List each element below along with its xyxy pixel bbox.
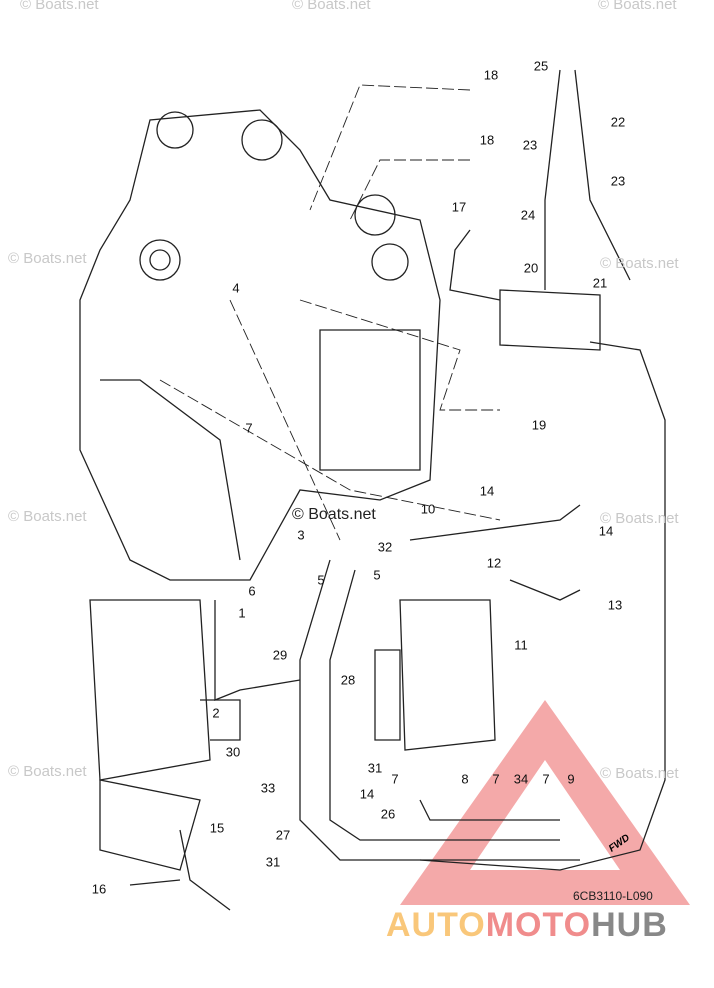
callout: 11 <box>514 637 528 653</box>
callout: 21 <box>592 275 608 291</box>
callout: 12 <box>486 555 502 571</box>
watermark: © Boats.net <box>292 0 371 13</box>
callout: 3 <box>297 527 305 543</box>
callout: 14 <box>479 483 495 499</box>
callout: 23 <box>522 137 538 153</box>
callout: 27 <box>275 827 291 843</box>
callout: 18 <box>479 132 495 148</box>
leader-lines <box>159 84 501 541</box>
callout: 5 <box>373 567 381 583</box>
callout: 16 <box>91 881 107 897</box>
watermark: © Boats.net <box>20 0 99 13</box>
callout: 22 <box>610 114 626 130</box>
watermark: © Boats.net <box>292 506 376 523</box>
callout: 5 <box>317 572 325 588</box>
callout: 28 <box>340 672 356 688</box>
callout: 7 <box>542 771 550 787</box>
callout: 10 <box>420 501 436 517</box>
brand-part: HUB <box>591 906 668 944</box>
callout: 13 <box>607 597 623 613</box>
watermark: © Boats.net <box>600 255 679 272</box>
callout: 17 <box>451 199 467 215</box>
watermark: © Boats.net <box>600 765 679 782</box>
callout: 14 <box>598 523 614 539</box>
hoses <box>129 69 631 911</box>
watermark: © Boats.net <box>8 250 87 267</box>
brand-part: AUTO <box>386 906 486 944</box>
callout: 30 <box>225 744 241 760</box>
logo-triangle <box>400 700 690 905</box>
callout: 4 <box>232 280 240 296</box>
brand-logo: AUTOMOTOHUB <box>386 906 668 945</box>
engine-block <box>79 109 441 871</box>
callout: 7 <box>245 420 253 436</box>
callout: 26 <box>380 806 396 822</box>
callout: 31 <box>367 760 383 776</box>
callout: 25 <box>533 58 549 74</box>
watermark: © Boats.net <box>8 763 87 780</box>
callout: 7 <box>492 771 500 787</box>
callout: 9 <box>567 771 575 787</box>
callout: 23 <box>610 173 626 189</box>
callout: 15 <box>209 820 225 836</box>
watermark: © Boats.net <box>598 0 677 13</box>
callout: 7 <box>391 771 399 787</box>
callout: 6 <box>248 583 256 599</box>
fuel-filter-assembly <box>374 289 666 871</box>
callout: 19 <box>531 417 547 433</box>
diagram-code: 6CB3110-L090 <box>573 889 653 903</box>
callout: 32 <box>377 539 393 555</box>
callout: 34 <box>513 771 529 787</box>
callout: 29 <box>272 647 288 663</box>
callout: 20 <box>523 260 539 276</box>
watermark: © Boats.net <box>600 510 679 527</box>
callout: 1 <box>238 605 246 621</box>
callout: 24 <box>520 207 536 223</box>
callout: 18 <box>483 67 499 83</box>
callout: 33 <box>260 780 276 796</box>
brand-part: MOTO <box>485 906 592 944</box>
callout: 31 <box>265 854 281 870</box>
callout: 2 <box>212 705 220 721</box>
callout: 8 <box>461 771 469 787</box>
callout: 14 <box>359 786 375 802</box>
watermark: © Boats.net <box>8 508 87 525</box>
